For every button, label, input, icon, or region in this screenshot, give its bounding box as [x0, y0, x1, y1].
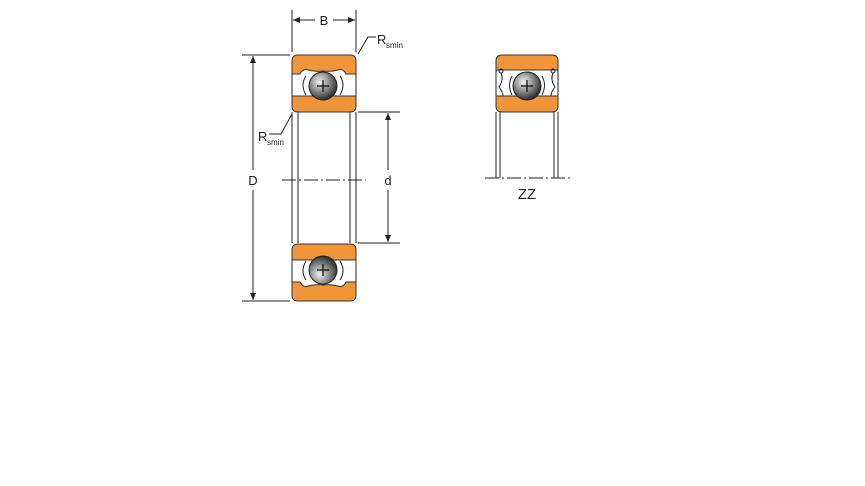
outer-diameter-dimension: D — [242, 54, 290, 302]
bore-dimension: d — [358, 111, 400, 244]
top-ring-section — [291, 54, 357, 113]
seal-type-label: ZZ — [518, 186, 536, 203]
outer-diameter-label: D — [248, 173, 257, 188]
width-dimension: B — [291, 10, 357, 52]
open-bearing-section — [282, 54, 366, 302]
shielded-bearing-section: ZZ — [485, 54, 570, 203]
bottom-ring-section — [291, 243, 357, 302]
width-label: B — [320, 13, 329, 28]
outer-ring — [291, 54, 357, 75]
bore-label: d — [384, 173, 391, 188]
shield-right — [550, 68, 556, 97]
ball-center-mark — [317, 80, 329, 92]
radius-symbol: R — [258, 129, 267, 144]
inner-ring — [291, 95, 357, 113]
radius-callout-left: R smin — [258, 113, 293, 147]
radius-callout-top: R smin — [357, 32, 403, 55]
shield-left — [498, 68, 504, 97]
radius-subscript: smin — [267, 138, 284, 147]
radius-symbol: R — [377, 32, 386, 47]
radius-subscript: smin — [386, 41, 403, 50]
